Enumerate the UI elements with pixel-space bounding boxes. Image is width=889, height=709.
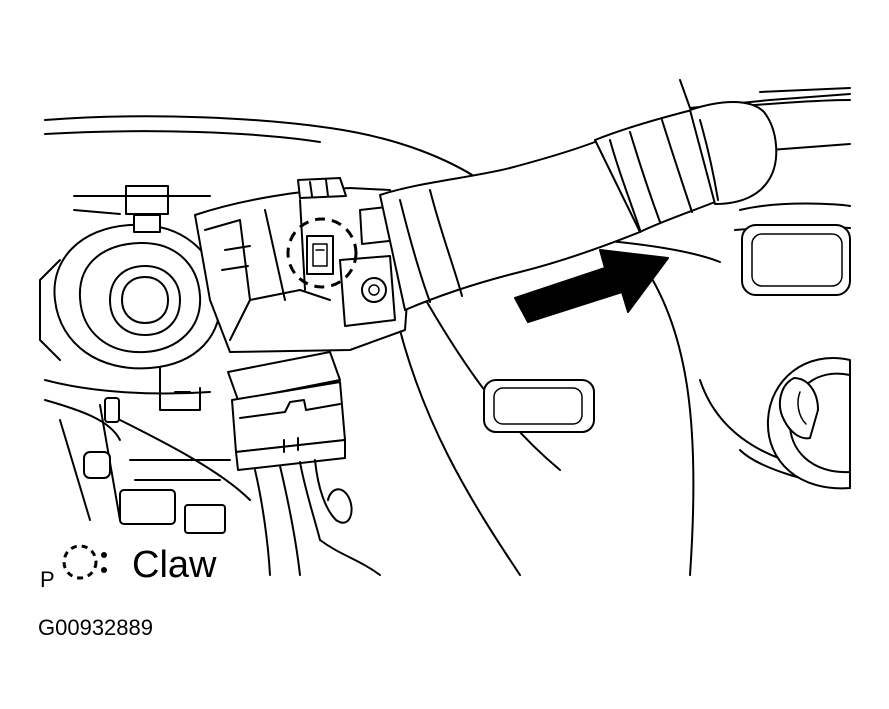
steering-column-assembly [39, 185, 251, 534]
round-knob [766, 357, 851, 490]
dashed-circle-icon [62, 544, 98, 580]
legend: P Claw [40, 544, 217, 592]
claw-dashed-circle [286, 217, 358, 289]
legend-label: Claw [132, 544, 217, 586]
colon-dot-bottom [101, 567, 107, 573]
figure-id: G00932889 [38, 615, 153, 640]
combination-switch-body [194, 177, 411, 353]
dash-opening-right [741, 224, 851, 296]
direction-arrow [514, 249, 669, 323]
turn-signal-lever [379, 101, 778, 311]
colon-dot-top [101, 552, 107, 558]
wire-connector [227, 351, 381, 576]
legend-prefix: P [40, 567, 55, 592]
dash-slot [483, 379, 595, 433]
